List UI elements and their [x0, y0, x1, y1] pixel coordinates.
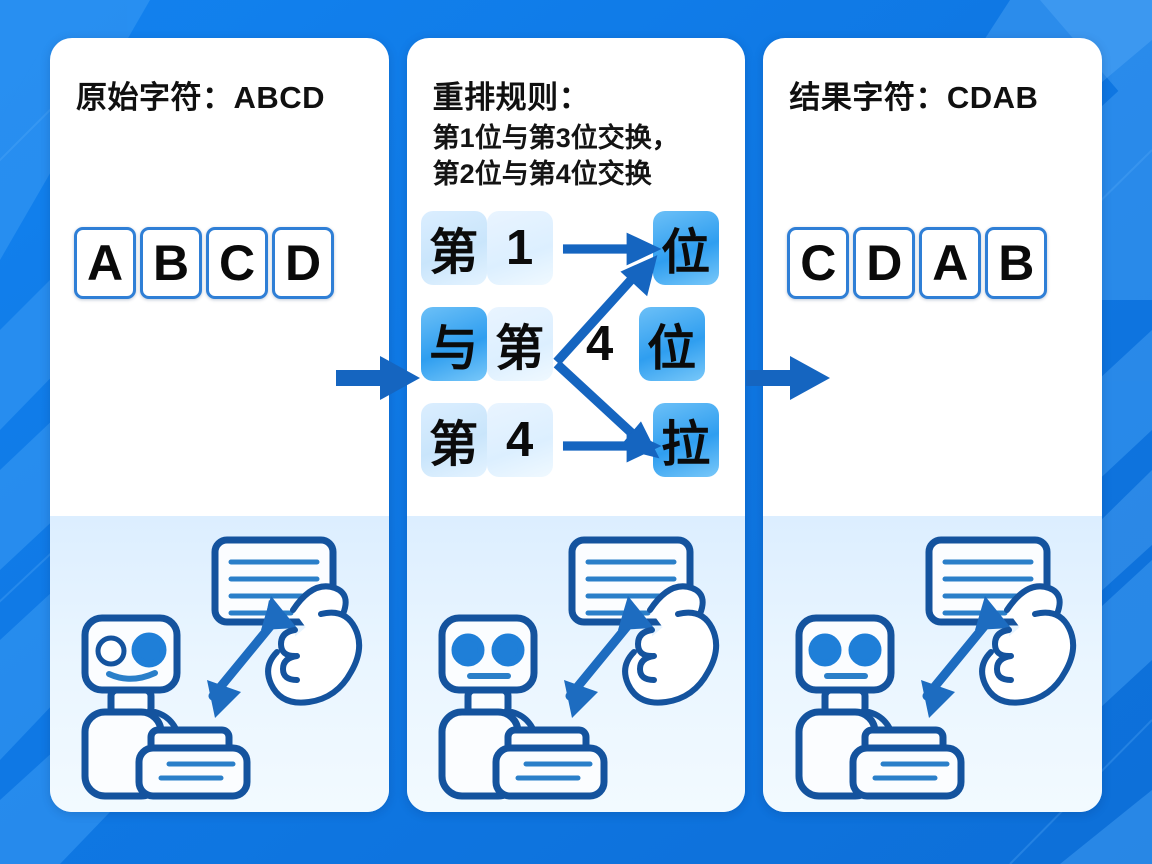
- rule-line: 第2位与第4位交换: [432, 158, 652, 189]
- mapping-tile[interactable]: 与: [420, 307, 487, 382]
- robot-illustration-rule: [407, 520, 746, 812]
- panel-source-title: 原始字符：ABCD: [76, 80, 326, 115]
- robot-eye-left: [95, 635, 127, 667]
- robot-eye-left: [451, 633, 485, 667]
- letter-tile[interactable]: A: [74, 227, 136, 300]
- letter-tile[interactable]: D: [853, 227, 916, 300]
- mapping-tile[interactable]: 1: [486, 211, 553, 286]
- mapping-row: 第 1 位: [420, 210, 738, 286]
- arrow-source-to-rule: [336, 352, 422, 404]
- mapping-target-tile[interactable]: 位: [652, 211, 719, 286]
- mapping-target-tile[interactable]: 拉: [652, 403, 719, 478]
- panel-result-title: 结果字符：CDAB: [789, 80, 1039, 115]
- mapping-tile[interactable]: 第: [420, 403, 487, 478]
- mapping-row: 第 4 拉: [420, 402, 738, 478]
- rule-line: 第1位与第3位交换，: [432, 123, 679, 153]
- mapping-diagram: 第 1 位 与 第 4 位 第 4: [407, 210, 746, 490]
- mapping-tile[interactable]: 第: [420, 211, 487, 286]
- robot-eye-left: [808, 633, 842, 667]
- letter-tile[interactable]: B: [985, 227, 1048, 300]
- arrow-rule-to-result: [746, 352, 832, 404]
- letter-tile[interactable]: C: [787, 227, 850, 300]
- panel-source: 原始字符：ABCD A B C D: [50, 38, 389, 812]
- rule-description: 第1位与第3位交换， 第2位与第4位交换: [407, 117, 746, 192]
- mapping-row: 与 第 4 位: [420, 306, 738, 382]
- robot-eye-right: [848, 633, 882, 667]
- panel-result: 结果字符：CDAB C D A B: [763, 38, 1103, 812]
- panel-rule: 重排规则： 第1位与第3位交换， 第2位与第4位交换 第 1 位 与 第: [406, 38, 746, 812]
- letter-tile[interactable]: B: [140, 227, 202, 300]
- source-letter-row: A B C D: [50, 227, 389, 300]
- mapping-tile: 4: [586, 317, 614, 372]
- result-letter-row: C D A B: [763, 227, 1102, 300]
- letter-tile[interactable]: A: [919, 227, 982, 300]
- mapping-target-tile[interactable]: 位: [638, 307, 705, 382]
- robot-illustration-result: [763, 520, 1102, 812]
- mapping-tile[interactable]: 4: [486, 403, 553, 478]
- mapping-tile[interactable]: 第: [486, 307, 553, 382]
- letter-tile[interactable]: C: [206, 227, 268, 300]
- letter-tile[interactable]: D: [272, 227, 334, 300]
- panel-rule-title: 重排规则：: [432, 80, 591, 115]
- robot-illustration-source: [50, 520, 389, 812]
- robot-eye-right: [131, 632, 167, 668]
- robot-eye-right: [491, 633, 525, 667]
